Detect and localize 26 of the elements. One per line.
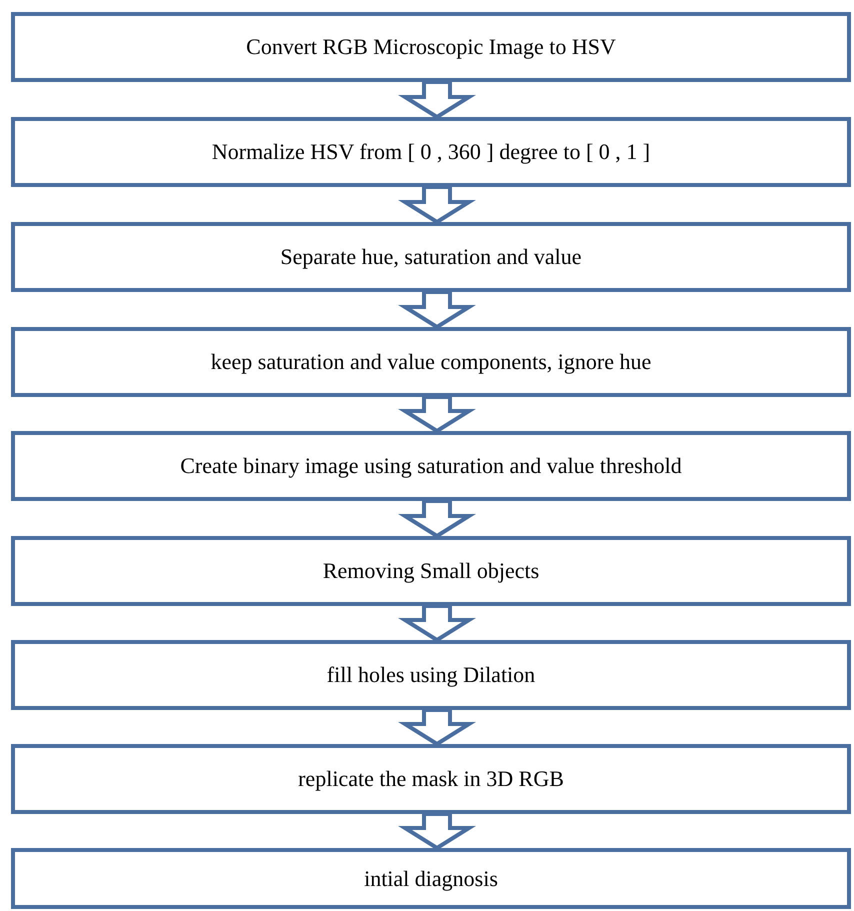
process-box [11,431,851,501]
block-arrow [398,604,476,642]
step-text: fill holes using Dilation [326,662,536,688]
process-box [11,12,851,82]
step-text: intial diagnosis [364,866,498,892]
step-text: Normalize HSV from [ 0 , 360 ] degree to [ 0 , 1 ] [212,139,650,165]
process-box [11,536,851,606]
process-box [11,117,851,187]
block-arrow [398,185,476,224]
block-arrow [398,80,476,120]
process-box [11,327,851,397]
block-arrow [398,395,476,434]
process-box [11,744,851,814]
process-box [11,640,851,710]
process-box [11,222,851,292]
block-arrow [398,499,476,538]
step-text: replicate the mask in 3D RGB [298,766,564,792]
step-text: Create binary image using saturation and value threshold [180,453,682,479]
block-arrow [398,708,476,746]
block-arrow [398,812,476,850]
block-arrow [398,290,476,330]
step-text: keep saturation and value components, ignore hue [210,349,652,375]
step-text: Convert RGB Microscopic Image to HSV [246,34,616,60]
process-box [11,848,851,909]
step-text: Separate hue, saturation and value [280,244,582,270]
step-text: Removing Small objects [322,558,540,584]
